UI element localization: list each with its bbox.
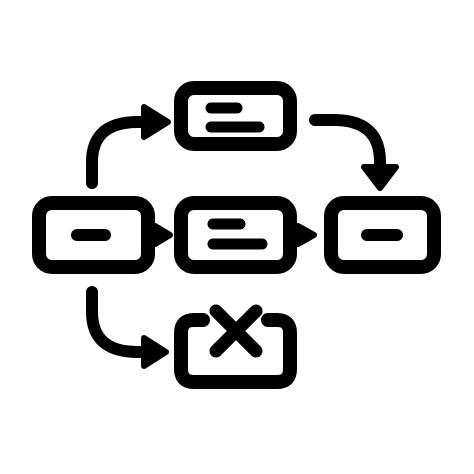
arrow-head-icon [141,335,169,369]
left-node [32,196,155,274]
center-node [174,196,297,274]
bottom-node [174,304,297,389]
arrow-head-icon [295,223,317,247]
top-to-right-arrow [309,114,399,191]
arrow-line [86,116,154,189]
arrow-line [309,114,386,176]
right-node [324,196,441,274]
arrow-line [86,286,154,358]
arrow-head-icon [141,104,171,140]
bottom-node-box [174,313,297,389]
left-to-bottom-arrow [86,286,169,369]
x-mark-icon [209,304,263,358]
left-to-center-arrow [142,223,173,247]
top-node [174,81,297,151]
top-node-box [174,81,297,151]
arrow-head-icon [152,223,173,247]
arrow-head-icon [361,164,399,191]
center-node-box [174,196,297,274]
center-to-right-arrow [284,223,317,247]
right-node-box [324,196,441,274]
left-to-top-arrow [86,104,171,189]
